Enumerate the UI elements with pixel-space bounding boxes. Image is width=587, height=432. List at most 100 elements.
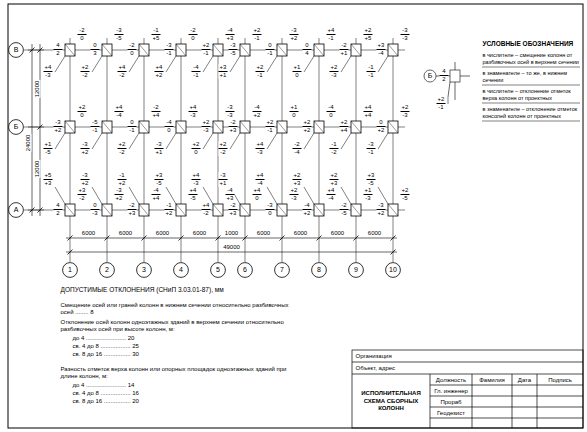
column-diagonal (388, 121, 398, 133)
deviation-value: -4 (327, 195, 336, 202)
elevation-value: +4 (256, 172, 265, 180)
elevation-value: +2 (437, 96, 446, 104)
deviation-value: -2 (229, 202, 238, 210)
deviation-value: +2 (303, 119, 312, 127)
axis-name: Б (8, 119, 24, 135)
deviation-value: 0 (303, 42, 312, 50)
column-section (65, 204, 75, 216)
column-diagonal (277, 121, 287, 133)
column-section (388, 44, 398, 56)
elevation-value: -1 (330, 141, 339, 149)
deviation-value: +4 (152, 112, 161, 119)
dimension-tick (216, 236, 221, 241)
elevation-value: -3 (192, 180, 201, 187)
column-diagonal (240, 121, 250, 133)
leader-line (55, 133, 65, 149)
column-section (277, 204, 287, 216)
deviation-value: -3 (364, 195, 373, 202)
column-diagonal (102, 44, 112, 56)
deviation-value: +2 (115, 195, 124, 202)
column-diagonal (139, 121, 149, 133)
deviation-value: -2 (189, 27, 198, 35)
leader-line (448, 97, 449, 104)
axis-name: 1 (62, 262, 78, 278)
column-diagonal (314, 121, 324, 133)
axis-bubble: А (8, 202, 24, 218)
deviation-value: 3 (91, 50, 100, 57)
deviation-value: +2 (377, 127, 386, 134)
column-section (351, 121, 361, 133)
deviation-value: +2 (364, 27, 373, 35)
legend-sample (424, 62, 470, 100)
deviation-value: -2 (340, 42, 349, 50)
axis-name: 8 (311, 262, 327, 278)
axis-name: 2 (99, 262, 115, 278)
table-cell: Объект, адрес (355, 365, 396, 372)
dimension-tick (68, 250, 73, 255)
axis-bubble: 3 (136, 262, 152, 278)
column-section (213, 204, 223, 216)
column-section (102, 204, 112, 216)
elevation-value: -4 (256, 180, 265, 187)
deviation-value: +4 (152, 195, 161, 202)
deviation-value: +3 (229, 127, 238, 134)
deviation-value: -3 (401, 35, 410, 42)
axis-bubble: 7 (274, 262, 290, 278)
legend-text: в числителе – смещение колонн от разбиво… (482, 52, 581, 65)
table-cell: Должность (435, 376, 466, 383)
elevation-value: -3 (81, 141, 90, 149)
elevation-value: -2 (118, 72, 127, 79)
deviation-value: 0 (266, 42, 275, 50)
elevation-value: -2 (118, 149, 127, 156)
elevation-value: +1 (44, 141, 53, 149)
column-section (351, 44, 361, 56)
elevation-value: 0 (192, 149, 201, 156)
column-diagonal (139, 204, 149, 216)
axis-name: 9 (348, 262, 364, 278)
deviation-value: -1 (266, 50, 275, 57)
axis-bubble: 8 (311, 262, 327, 278)
elevation-value: +5 (44, 172, 53, 180)
legend-text: в знаменателе – то же, в нижнем сечении (482, 70, 581, 83)
axis-line (144, 38, 145, 262)
elevation-value: +2 (155, 72, 164, 79)
deviation-value: +1 (340, 50, 349, 57)
legend-rule (482, 67, 580, 68)
deviation-value: +2 (253, 27, 262, 35)
leader-line (230, 133, 240, 149)
deviation-value: -2 (78, 195, 87, 202)
axis-bubble: 1 (62, 262, 78, 278)
elevation-value: +2 (192, 141, 201, 149)
column-diagonal (102, 121, 112, 133)
deviation-value: +3 (78, 187, 87, 195)
leader-line (203, 56, 213, 72)
deviation-value: +4 (327, 27, 336, 35)
deviation-value: 0 (91, 42, 100, 50)
elevation-value: +3 (219, 64, 228, 72)
elevation-value: +4 (44, 64, 53, 72)
deviation-value: +2 (266, 119, 275, 127)
bubble-circle (238, 263, 253, 278)
deviation-value: -4 (115, 112, 124, 119)
deviation-value: -3 (226, 112, 235, 119)
deviation-value: +2 (377, 210, 386, 217)
elevation-value: -2 (293, 141, 302, 149)
deviation-value: -1 (165, 50, 174, 57)
deviation-value: 0 (253, 195, 262, 202)
deviation-value: +2 (303, 127, 312, 134)
deviation-value: -2 (202, 210, 211, 217)
deviation-value: +2 (290, 187, 299, 195)
elevation-value: -1 (367, 72, 376, 79)
axis-bubble: 2 (99, 262, 115, 278)
leader-line (129, 133, 139, 149)
elevation-value: -3 (44, 72, 53, 79)
elevation-value: -1 (118, 172, 127, 180)
column-section (240, 204, 250, 216)
note-text: до 4 ........................ 20 (72, 335, 293, 342)
bubble-circle (63, 263, 78, 278)
deviation-value: -4 (327, 104, 336, 112)
elevation-value: 0 (293, 72, 302, 79)
dimension-tick (354, 236, 359, 241)
axis-name: 6 (237, 262, 253, 278)
deviation-value: 0 (78, 112, 87, 119)
